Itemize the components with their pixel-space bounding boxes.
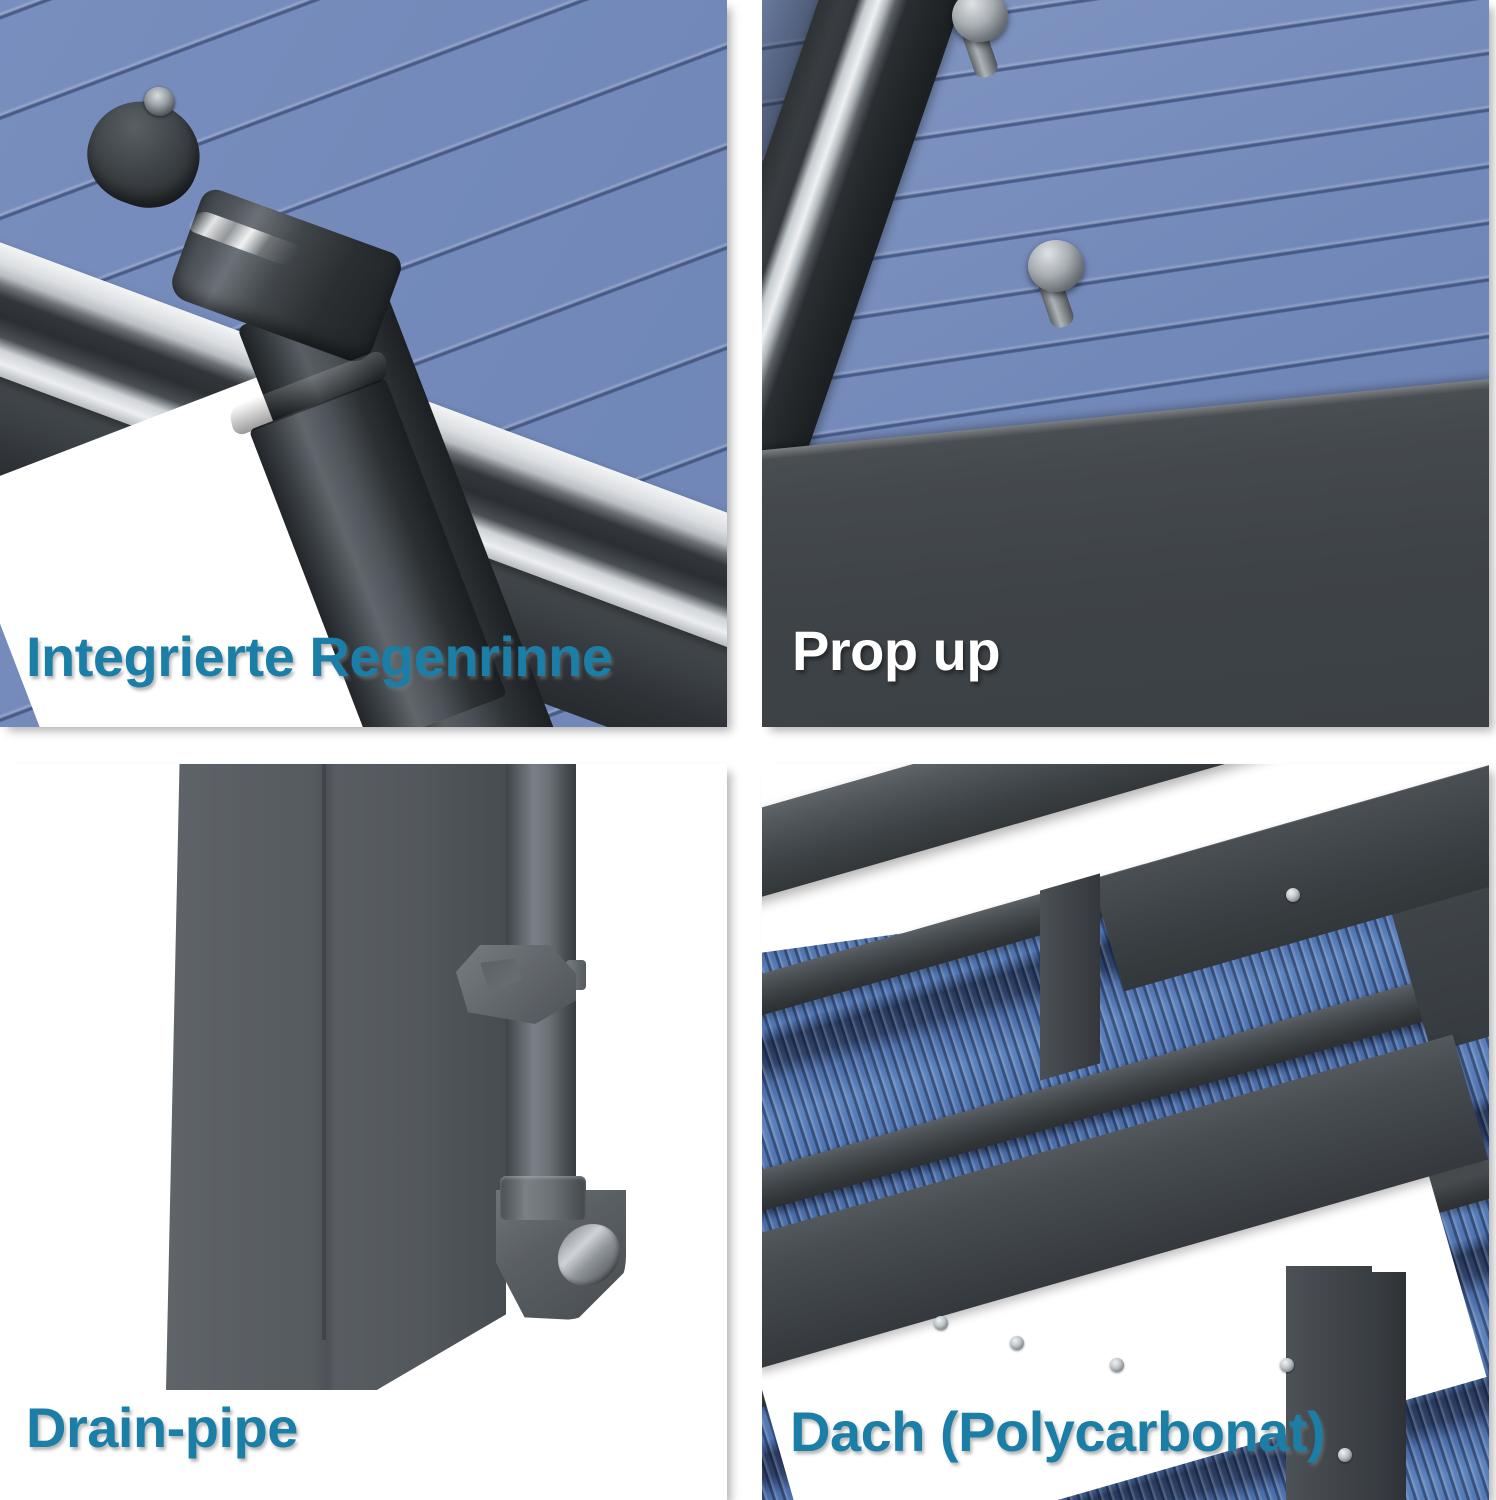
photo-integrated-gutter	[0, 0, 727, 727]
drain-pipe-coupler	[500, 1176, 586, 1220]
bolt-icon	[1010, 1336, 1024, 1350]
prop-up-knob-head	[1028, 240, 1084, 292]
panel-drain-pipe: Drain-pipe	[0, 764, 727, 1500]
panel-prop-up: Prop up	[762, 0, 1489, 727]
panel-integrated-gutter: Integrierte Regenrinne	[0, 0, 727, 727]
photo-prop-up	[762, 0, 1489, 727]
caption-roof-polycarbonate: Dach (Polycarbonat)	[790, 1400, 1326, 1463]
caption-integrated-gutter: Integrierte Regenrinne	[26, 625, 613, 688]
post-edge-line	[322, 764, 326, 1340]
roof-column-side	[1372, 1272, 1406, 1500]
bolt-icon	[934, 1316, 948, 1330]
bolt-icon	[1338, 1448, 1352, 1462]
prop-up-knob-head	[952, 0, 1008, 42]
caption-prop-up: Prop up	[792, 619, 1001, 682]
bolt-icon	[1286, 888, 1300, 902]
bolt-icon	[1110, 1358, 1124, 1372]
roof-column	[1286, 1266, 1372, 1500]
caption-drain-pipe: Drain-pipe	[26, 1396, 298, 1459]
photo-roof-polycarbonate	[762, 764, 1489, 1500]
cross-beam-web	[1040, 873, 1100, 1081]
support-post	[166, 764, 506, 1390]
bolt-icon	[1280, 1358, 1294, 1372]
panel-roof-polycarbonate: Dach (Polycarbonat)	[762, 764, 1489, 1500]
photo-drain-pipe	[0, 764, 727, 1500]
pipe-clip-bracket	[456, 945, 576, 1024]
